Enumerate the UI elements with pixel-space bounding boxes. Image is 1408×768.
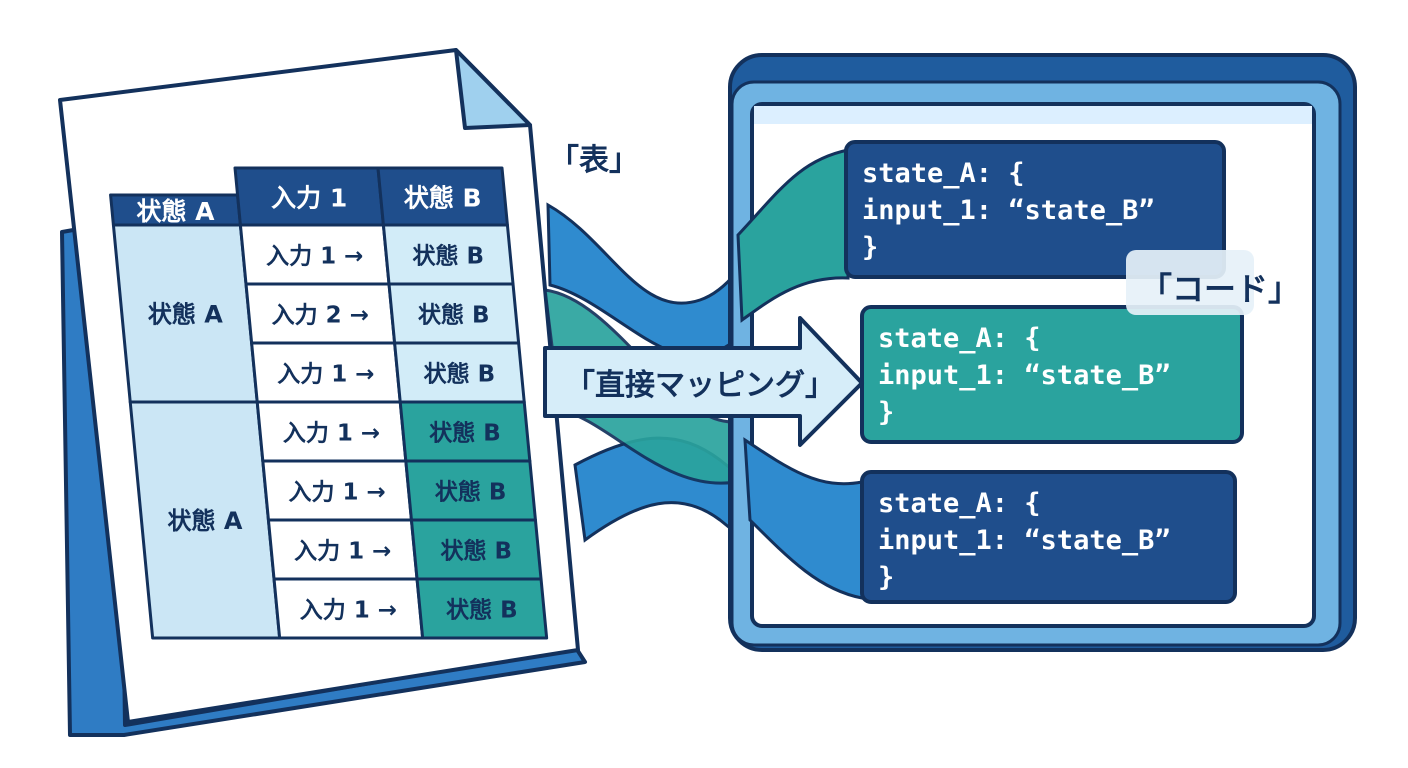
table-input-label: 入力 1 → (300, 598, 397, 624)
table-input-label: 入力 2 → (272, 303, 369, 329)
code-line: } (862, 232, 878, 263)
code-blocks: state_A: { input_1: “state_B”} state_A: {… (844, 140, 1244, 604)
table-input-label: 入力 1 → (294, 539, 391, 565)
code-line: state_A: { (862, 158, 1025, 189)
table-output-label: 状態 B (424, 361, 496, 388)
code-line: input_1: “state_B” (878, 360, 1171, 391)
code-line: input_1: “state_B” (862, 195, 1155, 226)
table-output-label: 状態 B (435, 479, 507, 506)
document-page-fold (454, 48, 532, 130)
code-block-1 (844, 140, 1226, 279)
code-window-title-strip (754, 106, 1312, 124)
code-line: } (878, 397, 894, 428)
code-block-2 (860, 305, 1244, 444)
table-label: 「表」 (549, 143, 639, 178)
state-table: 状態 A 入力 1 状態 B 状態 A 入力 1 → 状態 B 入力 2 → 状態 B 入力 1… (109, 166, 549, 640)
table-output-label: 状態 B (440, 538, 512, 565)
mapping-label: 「直接マッピング」 (565, 368, 835, 403)
code-label-bg (1126, 250, 1254, 315)
table-header-label: 入力 1 (271, 184, 347, 213)
table-input-label: 入力 1 → (266, 244, 363, 270)
code-line: state_A: { (878, 488, 1041, 519)
table-output-label: 状態 B (429, 420, 501, 447)
table-output-cell (415, 577, 549, 640)
table-header-label: 状態 A (136, 197, 215, 226)
table-output-label: 状態 B (412, 243, 484, 270)
table-group-label: 状態 A (167, 507, 242, 535)
table-header-label: 状態 B (404, 184, 482, 213)
table-input-label: 入力 1 → (277, 362, 374, 388)
table-input-label: 入力 1 → (283, 421, 380, 447)
code-line: input_1: “state_B” (878, 525, 1171, 556)
table-input-label: 入力 1 → (288, 480, 385, 506)
code-line: } (878, 562, 894, 593)
table-group-label: 状態 A (148, 301, 223, 329)
table-output-label: 状態 B (418, 302, 490, 329)
code-line: state_A: { (878, 323, 1041, 354)
mapping-arrow (543, 316, 864, 447)
code-label: 「コード」 (1140, 270, 1300, 308)
table-output-label: 状態 B (446, 597, 518, 624)
code-block-3 (860, 470, 1237, 604)
